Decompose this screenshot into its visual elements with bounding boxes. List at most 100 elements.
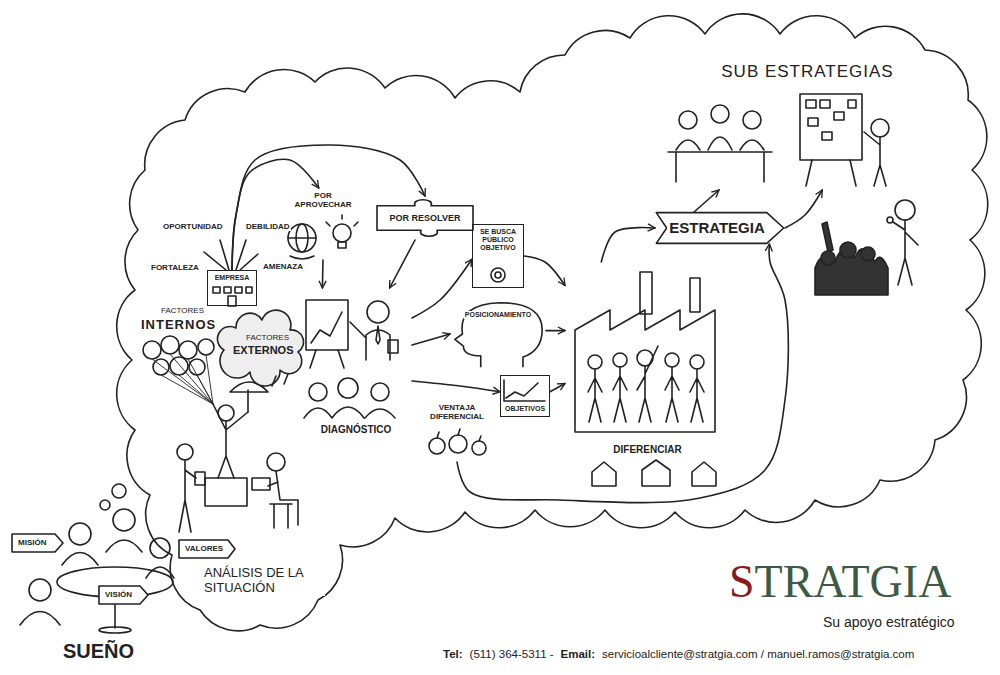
house-icon: [592, 460, 716, 486]
meeting-head: [743, 111, 761, 129]
seated-body: [268, 471, 298, 528]
node-text: ESTRATEGIA: [667, 219, 767, 236]
dreamer-head: [150, 538, 170, 558]
speaker-head: [895, 200, 915, 220]
brand-tagline: Su apoyo estratégico: [822, 614, 956, 630]
contact-text: Email:: [560, 648, 597, 661]
flow-arrow: [694, 190, 719, 212]
microphone: [887, 217, 893, 223]
meeting-head: [679, 111, 697, 129]
diagnosis-scene: DIAGNÓSTICO: [300, 288, 412, 438]
worker-head: [665, 353, 679, 367]
worker-head: [588, 355, 602, 369]
audience-shoulders: [304, 407, 395, 418]
substrategy-group: SUB ESTRATEGIAS: [660, 60, 955, 190]
contact-text: servicioalcliente@stratgia.com / manuel.…: [601, 648, 915, 661]
building-door: [228, 296, 236, 306]
building-window: [224, 287, 231, 293]
company-building: EMPRESA: [207, 270, 257, 306]
contact-text: Tel:: [442, 648, 464, 661]
section-title: SUEÑO: [62, 640, 135, 663]
dreamer-head: [29, 579, 51, 601]
presenter-body: [350, 322, 390, 360]
planner-body: [864, 132, 886, 186]
swot-label: DEBILIDAD: [245, 222, 291, 231]
crowd-head: [840, 242, 856, 258]
table-base: [99, 627, 131, 633]
target-inner: [495, 272, 501, 278]
thought-bubble: [100, 500, 110, 510]
node-text: POR RESOLVER: [388, 213, 463, 223]
flow-arrow: [601, 228, 655, 262]
brand-logo: STRATGIA: [728, 556, 952, 609]
factory-scene: DIFERENCIAR: [565, 262, 730, 458]
flow-arrow: [412, 381, 500, 392]
target-outer: [491, 268, 505, 282]
tag-label: VALORES: [184, 544, 224, 553]
mission-tag: [12, 534, 63, 552]
strategy-banner-path: [656, 213, 783, 244]
audience-head: [309, 383, 327, 401]
meeting-head: [711, 105, 729, 123]
tag-label: MISIÓN: [17, 538, 47, 547]
seated-head: [267, 453, 285, 471]
advantage-group: VENTAJA DIFERENCIAL: [418, 400, 496, 462]
wanted-poster: SE BUSCA PÚBLICO OBJETIVO: [472, 224, 524, 288]
node-text: VENTAJA DIFERENCIAL: [421, 403, 493, 421]
factor-caption: FACTORES: [160, 306, 205, 315]
section-title: ANÁLISIS DE LA SITUACIÓN: [203, 566, 325, 596]
node-text: POR APROVECHAR: [283, 191, 363, 209]
flow-arrow: [390, 240, 415, 288]
swot-label: OPORTUNIDAD: [162, 222, 224, 231]
thought-bubble: [112, 484, 126, 498]
node-text: OBJETIVOS: [503, 405, 547, 413]
bulb-base: [338, 242, 346, 248]
apple: [449, 435, 467, 453]
balloon-strings: [152, 354, 213, 404]
worker-head: [613, 353, 627, 367]
planning-board: [800, 94, 862, 160]
worker-bodies: [588, 346, 704, 422]
factory-chimney: [690, 278, 700, 312]
balloon: [143, 341, 161, 359]
balloon: [189, 359, 205, 375]
balloon-man-body: [213, 404, 248, 478]
audience-head: [338, 378, 358, 398]
tag-label: VISIÓN: [104, 590, 133, 599]
clipboard: [388, 340, 398, 353]
puzzle-piece-path: [377, 200, 473, 237]
node-text: DIAGNÓSTICO: [319, 424, 394, 436]
analyst-head: [177, 444, 193, 460]
contact-footer: Tel:(511) 364-5311 -Email:servicioalclie…: [442, 648, 915, 661]
board-notes: [806, 100, 856, 186]
head-profile-path: [455, 303, 542, 368]
swot-rays: [204, 240, 258, 270]
presenter-head: [367, 301, 389, 323]
flow-arrow: [550, 384, 565, 392]
bulb-rays: [326, 215, 358, 226]
planner-head: [871, 119, 889, 137]
laptop: [252, 478, 270, 490]
storm-cloud: [217, 310, 303, 386]
analyst-body: [179, 460, 196, 532]
vision-tag: [99, 586, 148, 604]
node-text: DIFERENCIAR: [611, 444, 683, 456]
audience-crowd: [815, 222, 888, 295]
factory-chimney: [640, 272, 652, 314]
building-window: [246, 287, 252, 293]
board-chart: [310, 312, 344, 368]
crowd-head: [821, 251, 835, 265]
light-bulb: [333, 224, 351, 242]
rain: [272, 374, 288, 386]
objective-chart: [504, 380, 545, 401]
worker-head: [690, 355, 704, 369]
dreamer-head: [113, 509, 135, 531]
building-window: [213, 287, 220, 293]
dreamer-head: [69, 523, 91, 545]
flow-arrow: [412, 334, 450, 345]
factory-outline: [575, 310, 715, 432]
apple: [472, 441, 486, 455]
swot-label: AMENAZA: [262, 262, 304, 271]
opportunity-group: POR APROVECHAR: [280, 188, 366, 260]
